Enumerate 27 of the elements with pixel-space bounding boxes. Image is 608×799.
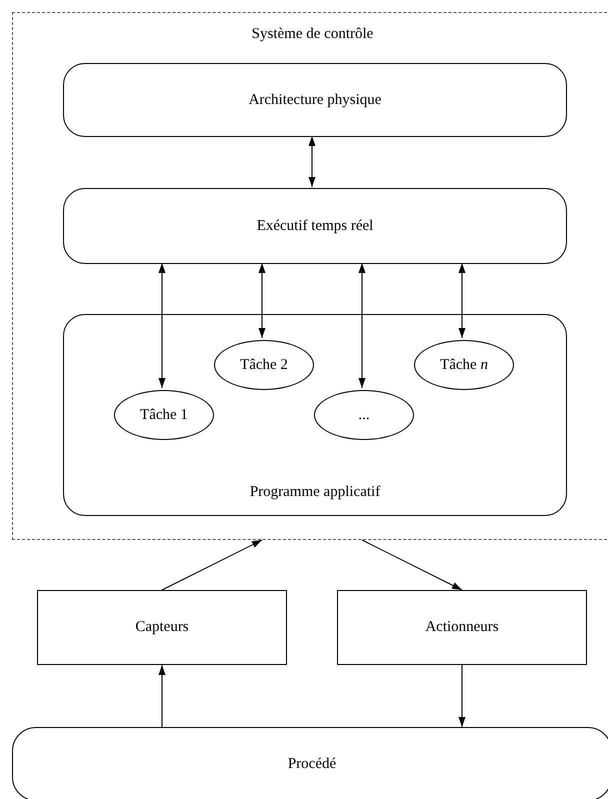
node-label: Capteurs: [135, 618, 189, 638]
node-label: Tâche n: [440, 356, 488, 375]
rounded-box: [63, 314, 567, 516]
rounded-box: [63, 188, 567, 264]
node-label: Architecture physique: [248, 90, 382, 110]
arrow: [158, 664, 166, 728]
arrow: [158, 262, 166, 388]
node-label: Procédé: [288, 754, 336, 774]
arrow: [358, 262, 366, 388]
arrow: [458, 262, 466, 338]
arrow: [162, 540, 262, 590]
node-label: Exécutif temps réel: [256, 216, 374, 236]
node-label: Système de contrôle: [250, 25, 374, 44]
arrow: [258, 262, 266, 338]
arrow: [458, 664, 466, 728]
node-label: Tâche 2: [240, 356, 288, 375]
node-label: Actionneurs: [425, 618, 499, 638]
node-label: Programme applicatif: [248, 482, 382, 502]
rounded-box: [12, 727, 608, 799]
dashed-system-boundary: [12, 12, 608, 540]
node-label: Tâche 1: [140, 406, 188, 425]
node-label: ...: [358, 406, 370, 425]
arrow: [308, 136, 316, 188]
process-box: [337, 590, 587, 665]
rounded-box: [63, 63, 567, 137]
arrow: [362, 540, 462, 590]
process-box: [37, 590, 287, 665]
